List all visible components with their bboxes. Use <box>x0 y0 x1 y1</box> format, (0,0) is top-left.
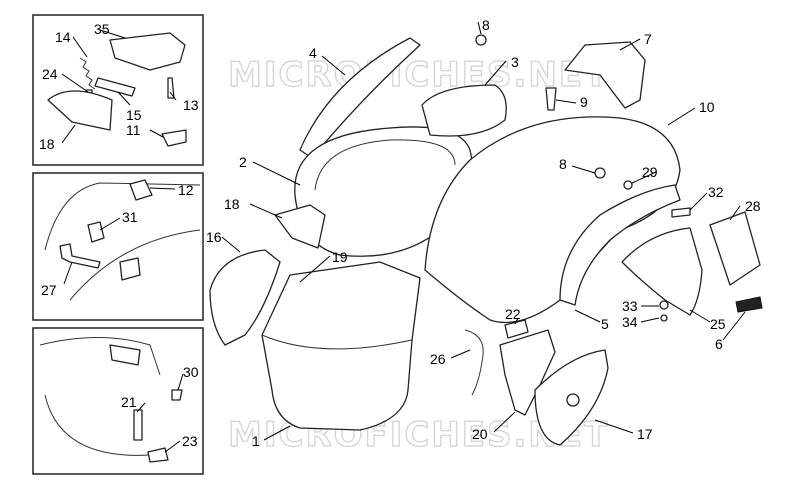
callout-28: 28 <box>745 198 761 214</box>
callout-9: 9 <box>580 94 588 110</box>
callout-6: 6 <box>715 336 723 352</box>
callout-15: 15 <box>126 107 142 123</box>
callout-32: 32 <box>708 184 724 200</box>
nut-8-top <box>475 34 487 46</box>
inset-bottom-left <box>32 327 204 475</box>
screw-30 <box>171 389 183 401</box>
spring-14 <box>79 57 96 90</box>
cover-grommet <box>566 393 580 407</box>
callout-27: 27 <box>41 282 57 298</box>
leader-lines <box>61 21 746 453</box>
bracket-20 <box>499 329 556 416</box>
panel-curve <box>44 394 151 456</box>
callout-19: 19 <box>332 249 348 265</box>
callout-18: 18 <box>224 196 240 212</box>
storage-box-1 <box>261 261 421 431</box>
callout-18-inset: 18 <box>39 136 55 152</box>
callout-8-top: 8 <box>482 17 490 33</box>
callout-8: 8 <box>559 156 567 172</box>
screw-21 <box>133 409 143 441</box>
callout-5: 5 <box>601 316 609 332</box>
plate-holder-28 <box>709 211 761 286</box>
callout-20: 20 <box>472 426 488 442</box>
washer-29 <box>623 180 633 190</box>
clip-23 <box>147 447 169 463</box>
clip-12 <box>129 179 153 201</box>
callout-10: 10 <box>699 99 715 115</box>
fender-outline <box>44 182 201 251</box>
callout-3: 3 <box>511 54 519 70</box>
callout-1: 1 <box>252 433 260 449</box>
box-rim <box>261 334 413 350</box>
bracket-18-inset <box>47 90 113 131</box>
callout-2: 2 <box>239 154 247 170</box>
callout-35: 35 <box>94 21 110 37</box>
inset-top-left <box>32 14 204 166</box>
callout-12: 12 <box>178 182 194 198</box>
callout-14: 14 <box>55 29 71 45</box>
mount <box>109 344 141 366</box>
callout-23: 23 <box>182 433 198 449</box>
callout-24: 24 <box>42 66 58 82</box>
clip-11 <box>161 129 187 147</box>
watermark-top: MICROFICHES.NET <box>228 55 609 95</box>
bracket-7 <box>564 41 646 109</box>
callout-17: 17 <box>637 426 653 442</box>
fender-curve <box>69 229 201 301</box>
mudguard-25 <box>621 227 703 316</box>
callout-26: 26 <box>430 351 446 367</box>
callout-13: 13 <box>183 97 199 113</box>
nut-31 <box>87 221 105 243</box>
plate <box>119 257 141 281</box>
side-panel-16 <box>209 249 281 346</box>
reflector-6 <box>735 296 763 313</box>
inset-middle-left <box>32 172 204 321</box>
pin-15 <box>94 77 136 97</box>
rear-fender-10 <box>424 116 681 324</box>
callout-29: 29 <box>642 164 658 180</box>
callout-16: 16 <box>206 229 222 245</box>
seat-stitching <box>314 139 456 191</box>
callout-11: 11 <box>126 122 141 138</box>
callout-labels: 35 14 24 15 13 11 18 12 31 27 30 21 23 4… <box>39 17 761 449</box>
grab-strap-4 <box>299 37 421 159</box>
panel-outline <box>39 337 161 376</box>
connector-22 <box>504 319 529 339</box>
cable-26 <box>464 329 484 396</box>
callout-21: 21 <box>121 394 137 410</box>
bracket-35 <box>109 32 186 71</box>
callout-34: 34 <box>622 314 638 330</box>
nut-8 <box>594 167 606 179</box>
callout-31: 31 <box>122 209 138 225</box>
callout-4: 4 <box>309 45 317 61</box>
callout-7: 7 <box>644 31 652 47</box>
bracket-18 <box>274 204 326 249</box>
callout-22: 22 <box>505 306 521 322</box>
side-rail-5 <box>559 184 681 306</box>
screw-27 <box>59 243 101 269</box>
callout-33: 33 <box>622 298 638 314</box>
callout-30: 30 <box>183 364 199 380</box>
screw-32 <box>671 207 691 218</box>
washer-33 <box>659 300 669 310</box>
bolt-9 <box>545 87 557 111</box>
callout-25: 25 <box>710 316 726 332</box>
passenger-pad-3 <box>421 84 507 137</box>
nut-34 <box>660 314 668 322</box>
